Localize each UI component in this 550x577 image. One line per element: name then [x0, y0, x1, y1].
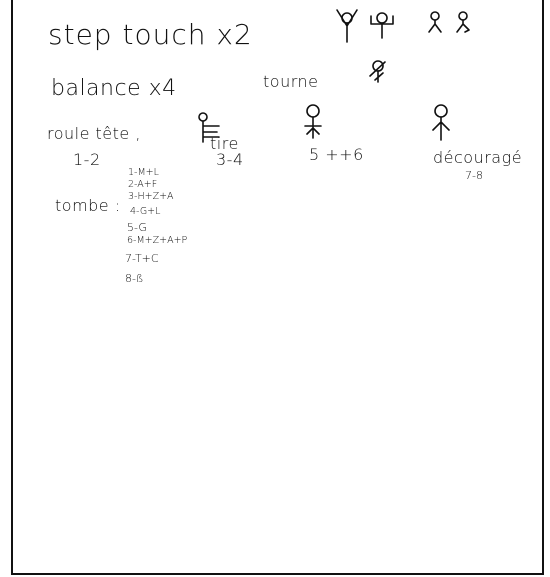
slumped-figure-icon [429, 104, 455, 144]
count-5-6-text: 5 ++6 [309, 145, 364, 164]
tombe-item-2: 2-A+F [128, 180, 157, 191]
tombe-item-8: 8-ß [125, 273, 143, 285]
decourage-text: découragé [433, 148, 522, 167]
figure-icon [453, 10, 477, 36]
tombe-item-6: 6-M+Z+A+P [127, 236, 187, 247]
tombe-item-3: 3-H+Z+A [128, 192, 174, 203]
tombe-text: tombe : [55, 196, 121, 215]
balance-text: balance x4 [51, 76, 177, 101]
turning-figure-icon [365, 58, 391, 88]
figure-icon [427, 10, 451, 36]
arms-up-figure-icon [333, 6, 373, 46]
step-touch-text: step touch x2 [48, 18, 253, 51]
tombe-item-1: 1-M+L [128, 168, 159, 179]
tombe-item-4: 4-G+L [130, 207, 160, 218]
count-3-4-text: 3-4 [216, 150, 244, 169]
roule-tete-text: roule tête , [47, 124, 141, 143]
arms-bent-figure-icon [368, 6, 408, 46]
whiteboard-canvas: step touch x2 balance x4 tourne roule tê… [11, 0, 544, 575]
count-7-8-text: 7-8 [465, 170, 483, 182]
tourne-text: tourne [263, 72, 318, 91]
figure-icon [301, 104, 327, 140]
tombe-item-7: 7-T+C [125, 253, 159, 265]
count-1-2-text: 1-2 [73, 150, 101, 169]
tombe-item-5: 5-G [127, 222, 147, 234]
